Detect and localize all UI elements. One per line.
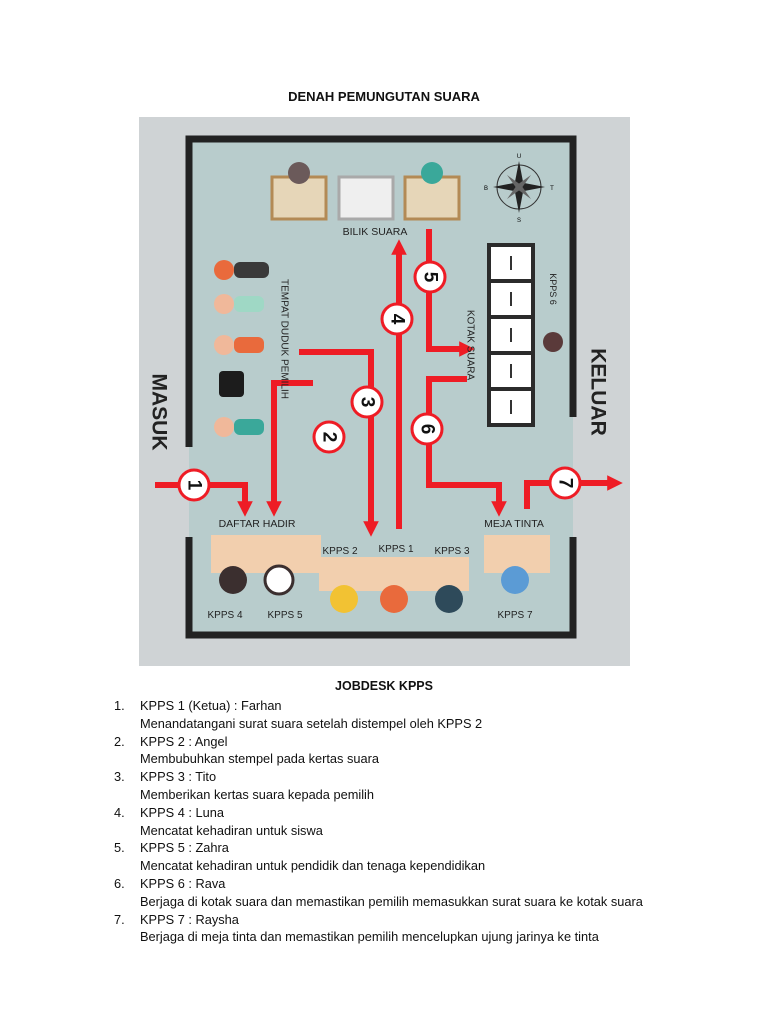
keluar-label: KELUAR: [587, 348, 610, 436]
kotak-suara-label: KOTAK SUARA: [465, 310, 476, 381]
job-title: KPPS 1 (Ketua) : Farhan: [140, 698, 282, 713]
tempat-duduk-label: TEMPAT DUDUK PEMILIH: [279, 279, 290, 399]
job-desc: Berjaga di kotak suara dan memastikan pe…: [140, 893, 643, 909]
kpps6-figure: [543, 332, 563, 352]
jobdesk-list: 1. KPPS 1 (Ketua) : Farhan Menandatangan…: [114, 697, 676, 946]
list-item: 7. KPPS 7 : Raysha Berjaga di meja tinta…: [114, 911, 676, 947]
voting-booths: [270, 162, 461, 221]
list-item: 6. KPPS 6 : Rava Berjaga di kotak suara …: [114, 875, 676, 911]
step-1: 1: [184, 480, 205, 491]
wall-bottom: [185, 537, 577, 639]
kpps2-label: KPPS 2: [322, 546, 357, 557]
kpps7-label: KPPS 7: [497, 610, 532, 621]
step-7: 7: [555, 478, 576, 489]
job-title: KPPS 3 : Tito: [140, 769, 217, 785]
list-item: 2. KPPS 2 : Angel Membubuhkan stempel pa…: [114, 733, 676, 769]
compass-west: B: [484, 186, 488, 192]
kpps4-label: KPPS 4: [207, 610, 242, 621]
kpps-figures: [219, 564, 529, 613]
job-title: KPPS 4 : Luna: [140, 804, 224, 820]
meja-tinta-label: MEJA TINTA: [484, 518, 544, 530]
masuk-label: MASUK: [148, 374, 171, 451]
job-title: KPPS 6 : Rava: [140, 875, 226, 891]
step-6: 6: [417, 424, 438, 435]
kpps5-label: KPPS 5: [267, 610, 302, 621]
job-title: KPPS 2 : Angel: [140, 733, 228, 749]
polling-floor-plan: U S B T: [139, 117, 630, 666]
job-desc: Mencatat kehadiran untuk siswa: [140, 822, 323, 838]
step-markers: [177, 260, 582, 502]
step-5: 5: [420, 272, 441, 283]
list-item: 3. KPPS 3 : Tito Memberikan kertas suara…: [114, 768, 676, 804]
wall-top: [185, 135, 577, 447]
document-title: DENAH PEMUNGUTAN SUARA: [288, 89, 480, 104]
compass-east: T: [550, 186, 554, 192]
list-item: 5. KPPS 5 : Zahra Mencatat kehadiran unt…: [114, 839, 676, 875]
floor-plan-drawing: U S B T: [148, 135, 623, 639]
voter-route: [155, 229, 623, 537]
bilik-suara-label: BILIK SUARA: [343, 226, 408, 238]
compass-icon: [493, 161, 545, 213]
kpps3-label: KPPS 3: [434, 546, 469, 557]
list-item: 4. KPPS 4 : Luna Mencatat kehadiran untu…: [114, 804, 676, 840]
jobdesk-title: JOBDESK KPPS: [335, 679, 433, 693]
ballot-boxes: [487, 243, 535, 427]
kpps1-label: KPPS 1: [378, 544, 413, 555]
step-3: 3: [357, 397, 378, 408]
job-desc: Berjaga di meja tinta dan memastikan pem…: [140, 929, 599, 945]
list-item: 1. KPPS 1 (Ketua) : Farhan Menandatangan…: [114, 697, 676, 733]
kpps6-label: KPPS 6: [548, 273, 558, 305]
step-2: 2: [319, 432, 340, 443]
job-desc: Menandatangani surat suara setelah diste…: [140, 715, 483, 731]
job-desc: Memberikan kertas suara kepada pemilih: [140, 786, 375, 802]
job-desc: Membubuhkan stempel pada kertas suara: [140, 751, 380, 767]
step-4: 4: [387, 314, 408, 325]
voter-seats: [214, 260, 269, 437]
job-desc: Mencatat kehadiran untuk pendidik dan te…: [140, 858, 486, 874]
job-title: KPPS 5 : Zahra: [140, 840, 229, 856]
compass-south: S: [517, 218, 521, 224]
daftar-hadir-label: DAFTAR HADIR: [219, 518, 296, 530]
compass-north: U: [517, 154, 521, 160]
job-title: KPPS 7 : Raysha: [140, 911, 239, 927]
